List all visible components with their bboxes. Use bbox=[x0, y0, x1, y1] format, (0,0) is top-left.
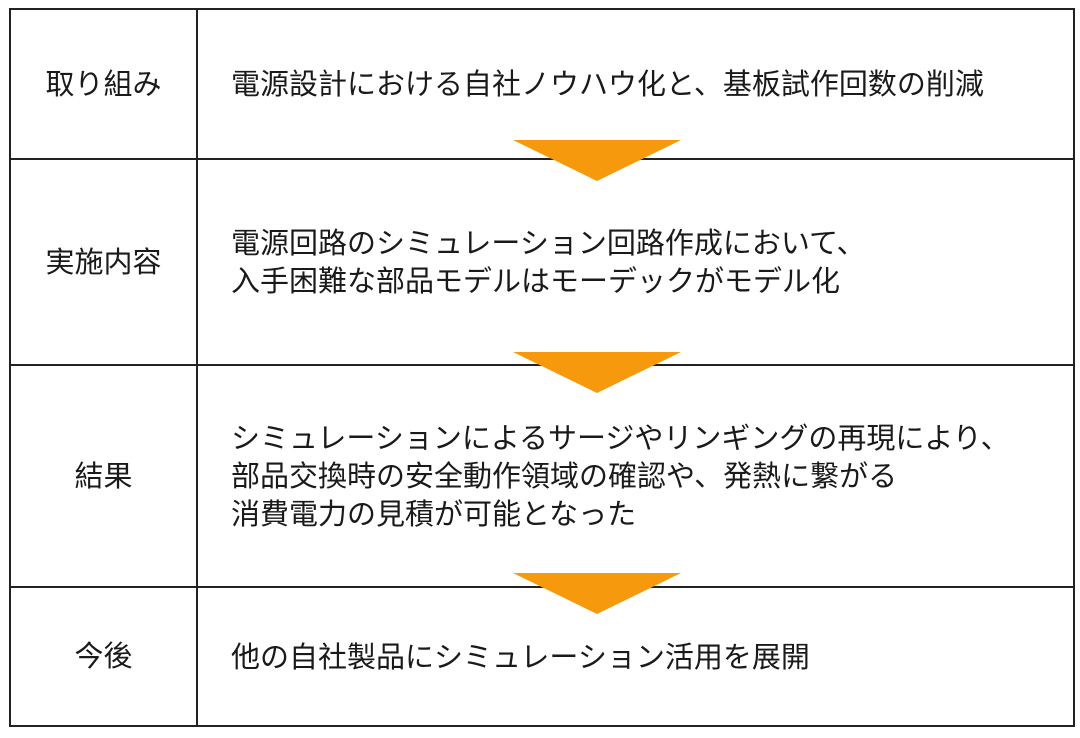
content-line: 消費電力の見積が可能となった bbox=[231, 497, 637, 531]
row-label-result: 結果 bbox=[11, 366, 198, 586]
row-label-approach: 取り組み bbox=[11, 10, 198, 158]
row-future: 今後 他の自社製品にシミュレーション活用を展開 bbox=[11, 586, 1073, 725]
content-line: シミュレーションによるサージやリンギングの再現により、 bbox=[231, 421, 1010, 455]
row-content-future: 他の自社製品にシミュレーション活用を展開 bbox=[198, 588, 1073, 725]
row-approach: 取り組み 電源設計における自社ノウハウ化と、基板試作回数の削減 bbox=[11, 10, 1073, 158]
down-triangle-icon bbox=[513, 573, 681, 614]
content-line: 入手困難な部品モデルはモーデックがモデル化 bbox=[231, 264, 841, 298]
content-line: 電源回路のシミュレーション回路作成において、 bbox=[231, 226, 866, 260]
row-content-result: シミュレーションによるサージやリンギングの再現により、 部品交換時の安全動作領域… bbox=[198, 366, 1073, 586]
row-content-implementation: 電源回路のシミュレーション回路作成において、 入手困難な部品モデルはモーデックが… bbox=[198, 160, 1073, 364]
content-line: 部品交換時の安全動作領域の確認や、発熱に繋がる bbox=[231, 459, 898, 493]
row-content-approach: 電源設計における自社ノウハウ化と、基板試作回数の削減 bbox=[198, 10, 1073, 158]
down-triangle-icon bbox=[513, 140, 681, 181]
row-result: 結果 シミュレーションによるサージやリンギングの再現により、 部品交換時の安全動… bbox=[11, 364, 1073, 586]
row-label-future: 今後 bbox=[11, 588, 198, 725]
row-label-implementation: 実施内容 bbox=[11, 160, 198, 364]
row-implementation: 実施内容 電源回路のシミュレーション回路作成において、 入手困難な部品モデルはモ… bbox=[11, 158, 1073, 364]
content-line: 他の自社製品にシミュレーション活用を展開 bbox=[231, 639, 810, 674]
down-triangle-icon bbox=[513, 352, 681, 393]
process-table: 取り組み 電源設計における自社ノウハウ化と、基板試作回数の削減 実施内容 電源回… bbox=[9, 8, 1075, 727]
content-line: 電源設計における自社ノウハウ化と、基板試作回数の削減 bbox=[231, 67, 984, 101]
